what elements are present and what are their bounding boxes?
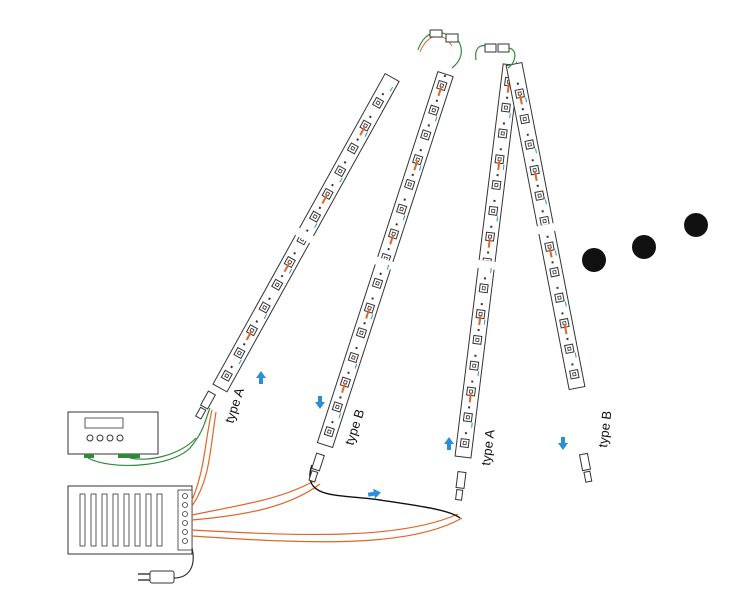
led-strip-2 [316, 70, 454, 449]
strip-2-type-label: type B [342, 407, 368, 447]
strip-4-type-label: type B [595, 410, 614, 448]
flow-arrow-up-3 [444, 437, 454, 450]
flow-arrow-up-1 [256, 371, 266, 384]
flow-arrow-icon [256, 371, 568, 499]
strip-3-type-label: type A [478, 428, 497, 466]
led-strip-1 [212, 72, 400, 393]
top-connector-left [417, 29, 462, 69]
top-connector-right [475, 43, 516, 69]
led-strip-4 [505, 61, 586, 391]
connector-icon [195, 390, 593, 501]
ellipsis-dots [582, 213, 708, 272]
power-supply-icon [67, 485, 193, 555]
wires [87, 407, 463, 543]
power-plug-icon [138, 547, 194, 584]
led-strip-3 [454, 61, 520, 459]
flow-arrow-mid [367, 488, 381, 499]
flow-arrow-down-2 [315, 396, 325, 409]
controller-icon [67, 411, 159, 458]
flow-arrow-down-4 [558, 437, 568, 450]
